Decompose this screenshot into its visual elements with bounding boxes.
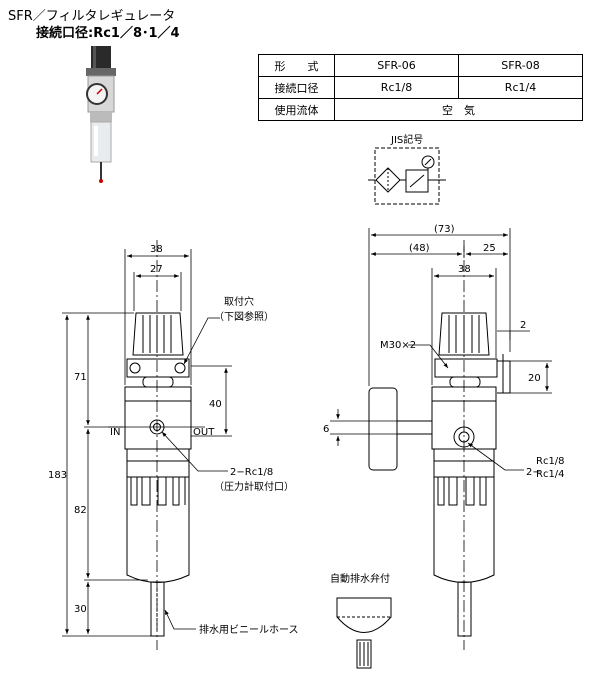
product-photo: [86, 46, 116, 183]
drain-hose-label: 排水用ビニールホース: [199, 623, 299, 636]
dim-71: 71: [74, 372, 87, 383]
cell-air: 空 気: [334, 98, 583, 121]
side-port-rc18: Rc1/8: [536, 456, 565, 467]
thread-label: M30×2: [380, 340, 416, 351]
page-subtitle: 接続口径:Rc1／8･1／4: [36, 26, 180, 41]
table-row: 使用流体 空 気: [258, 98, 583, 121]
cell-sfr-06: SFR-06: [334, 54, 459, 77]
side-view-outline: [336, 240, 511, 669]
page-title: SFR／フィルタレギュレータ: [8, 9, 176, 24]
dim-183: 183: [48, 470, 67, 481]
dim-38-side: 38: [458, 264, 471, 275]
dim-38-front: 38: [150, 244, 163, 255]
gauge-port-label: 2−Rc1/8: [230, 467, 273, 478]
dim-30: 30: [74, 604, 87, 615]
jis-symbol: [368, 147, 446, 205]
port-prefix: 2−: [526, 467, 541, 478]
dim-40: 40: [209, 399, 222, 410]
dim-48: (48): [409, 243, 430, 254]
front-view-dimensions: [62, 249, 232, 637]
mount-hole-label: 取付穴: [224, 295, 254, 308]
in-label: IN: [110, 427, 120, 438]
dim-73: (73): [434, 224, 455, 235]
dim-2: 2: [520, 320, 526, 331]
jis-label: JIS記号: [390, 133, 423, 146]
table-row: 接続口径 Rc1/8 Rc1/4: [258, 76, 583, 99]
dim-25: 25: [483, 243, 496, 254]
mount-hole-note: （下図参照）: [214, 310, 274, 323]
auto-drain-label: 自動排水弁付: [330, 572, 390, 585]
dim-20: 20: [528, 373, 541, 384]
dim-82: 82: [74, 505, 87, 516]
spec-table: 形 式 SFR-06 SFR-08 接続口径 Rc1/8 Rc1/4 使用流体 …: [258, 54, 583, 121]
side-port-rc14: Rc1/4: [536, 469, 565, 480]
dim-27: 27: [150, 264, 163, 275]
side-view-dimensions: [330, 228, 552, 471]
out-label: OUT: [193, 427, 215, 438]
dim-6: 6: [323, 424, 329, 435]
gauge-port-note: （圧力計取付口）: [214, 480, 294, 493]
row-label-port-size: 接続口径: [258, 76, 335, 99]
row-label-fluid: 使用流体: [258, 98, 335, 121]
